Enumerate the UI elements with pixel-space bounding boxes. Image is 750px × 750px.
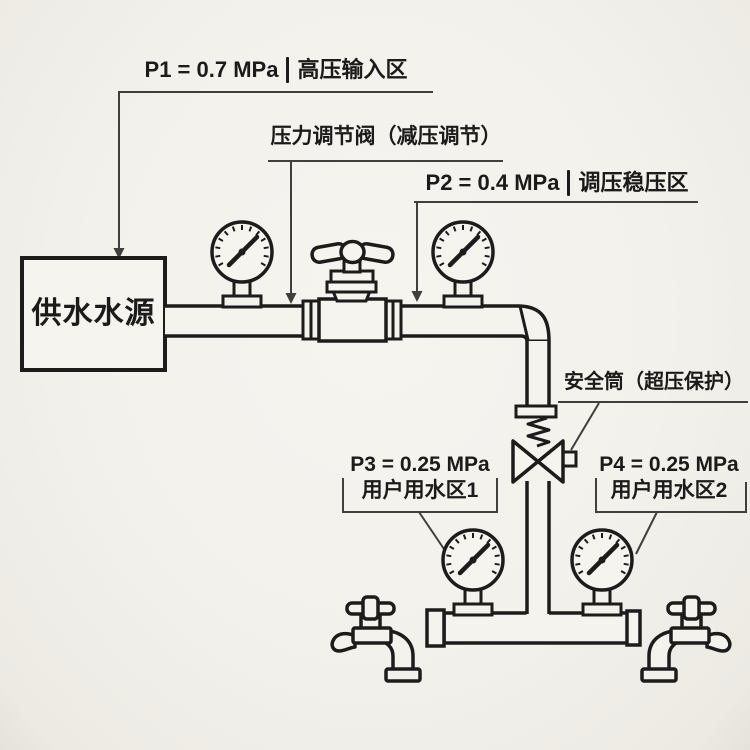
p1-arrow-icon (113, 248, 125, 259)
p2-annotation: P2 = 0.4 MPa 调压稳压区 (412, 170, 702, 197)
p3-bracket (342, 478, 498, 553)
faucet-left-icon (330, 595, 422, 683)
vertical-pipe-lower (525, 481, 551, 616)
valve-body (317, 297, 388, 343)
p3-value: P3 = 0.25 MPa (350, 453, 490, 476)
p4-zone: 用户用水区2 (610, 479, 728, 502)
safety-relief-valve-icon (511, 404, 578, 484)
safety-flange (514, 404, 558, 419)
p2-arrow-icon (411, 291, 423, 302)
manifold-right-cap (625, 609, 642, 647)
faucet-right-icon (640, 595, 732, 683)
pressure-gauge-p4 (572, 530, 632, 615)
p1-zone: 高压输入区 (297, 57, 408, 82)
p3-annotation: P3 = 0.25 MPa 用户用水区1 (336, 452, 504, 504)
regulator-annotation: 压力调节阀（减压调节） (270, 125, 502, 148)
leader-arrowheads (113, 248, 423, 304)
regulator-arrow-icon (285, 293, 297, 304)
p2-zone: 调压稳压区 (578, 170, 689, 195)
safety-annotation: 安全筒（超压保护） (564, 371, 744, 393)
handle-knob (339, 239, 366, 265)
elbow (519, 304, 551, 342)
p1-annotation: P1 = 0.7 MPa 高压输入区 (118, 57, 434, 84)
separator-bar (567, 170, 571, 197)
regulator-leader-line (268, 160, 503, 294)
p2-value: P2 = 0.4 MPa (425, 170, 560, 195)
supply-box-label: 供水水源 (31, 297, 156, 330)
handwheel-valve-icon (301, 239, 403, 343)
p4-value: P4 = 0.25 MPa (599, 453, 739, 476)
p3-zone: 用户用水区1 (361, 479, 479, 502)
pressure-gauge-p1 (212, 222, 272, 307)
p2-leader-line (414, 201, 698, 292)
pressure-gauge-p3 (443, 530, 503, 615)
valve-body-left (511, 439, 540, 484)
vertical-pipe-upper (525, 341, 551, 407)
pressure-gauge-p2 (433, 222, 493, 307)
separator-bar (286, 57, 290, 84)
spring-icon (526, 416, 551, 448)
safety-leader-line (558, 401, 748, 451)
manifold-left-cap (425, 608, 446, 648)
callout-leaders (118, 91, 748, 555)
p4-annotation: P4 = 0.25 MPa 用户用水区2 (588, 452, 750, 504)
p1-value: P1 = 0.7 MPa (144, 57, 279, 82)
p4-bracket (595, 478, 747, 555)
valve-body-right (536, 439, 565, 484)
p1-leader-line (118, 91, 433, 249)
